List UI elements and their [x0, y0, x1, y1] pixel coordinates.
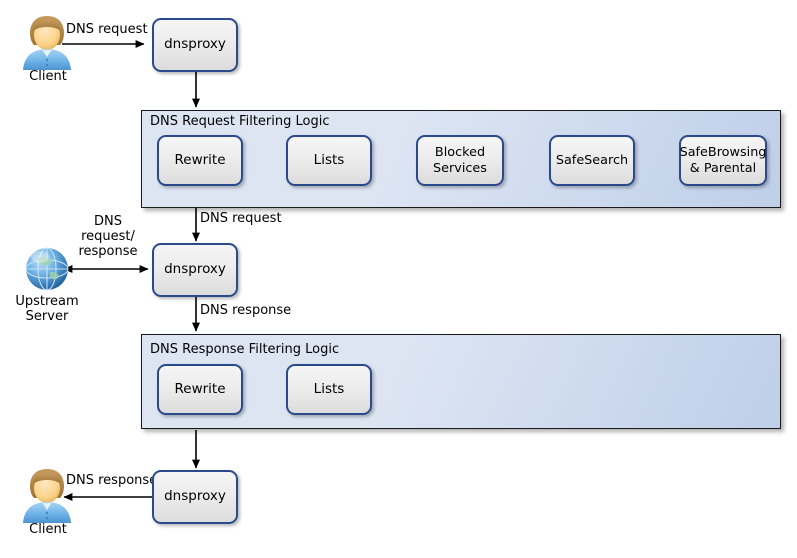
- user-icon: [23, 16, 71, 70]
- stage-lists-request[interactable]: Lists: [286, 135, 372, 186]
- stage-rewrite-response[interactable]: Rewrite: [157, 364, 243, 415]
- stage-blocked-services[interactable]: Blocked Services: [416, 135, 504, 186]
- dns-request-filtering-title: DNS Request Filtering Logic: [150, 114, 330, 129]
- stage-safesearch[interactable]: SafeSearch: [549, 135, 635, 186]
- stage-rewrite-request[interactable]: Rewrite: [157, 135, 243, 186]
- edge-label-client-to-dnsproxy: DNS request: [66, 22, 148, 37]
- dns-response-filtering-title: DNS Response Filtering Logic: [150, 342, 340, 357]
- edge-label-dnsproxy-to-request-panel: DNS request: [200, 211, 282, 226]
- upstream-server-label: Upstream Server: [15, 294, 79, 324]
- edge-label-dnsproxy-to-response-panel: DNS response: [200, 303, 292, 318]
- stage-safebrowsing-parental[interactable]: SafeBrowsing & Parental: [679, 135, 767, 186]
- edge-label-upstream-exchange: DNS request/ response: [78, 214, 138, 259]
- globe-icon: [25, 247, 69, 291]
- client-top-label: Client: [29, 69, 67, 84]
- dnsproxy-bottom-node[interactable]: dnsproxy: [152, 470, 238, 524]
- user-icon: [23, 469, 71, 523]
- dnsproxy-top-node[interactable]: dnsproxy: [152, 18, 238, 72]
- edge-label-dnsproxy-to-client: DNS response: [66, 473, 158, 488]
- dns-response-filtering-panel: [141, 334, 781, 429]
- dnsproxy-middle-node[interactable]: dnsproxy: [152, 243, 238, 297]
- stage-lists-response[interactable]: Lists: [286, 364, 372, 415]
- client-bottom-label: Client: [29, 522, 67, 537]
